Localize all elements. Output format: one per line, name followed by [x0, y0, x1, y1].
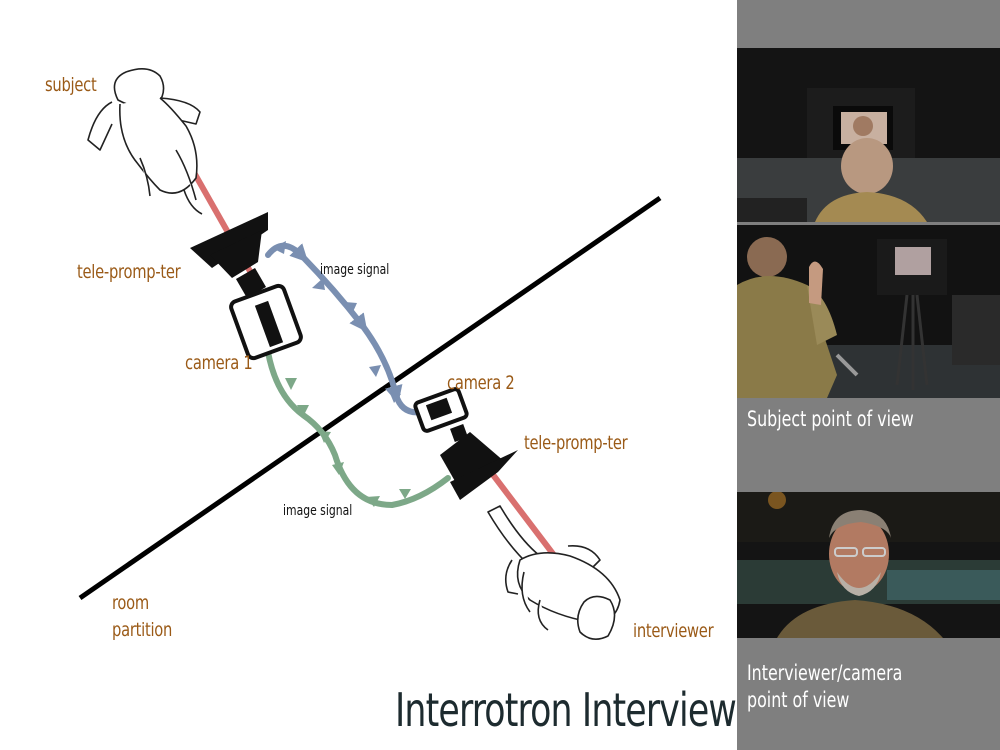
- green-arrow-3: [319, 431, 331, 443]
- page-title: Interrotron Interview: [395, 683, 737, 737]
- image-signal-green-path: [265, 349, 451, 509]
- caption-interviewer-line1: Interviewer/camera: [747, 661, 903, 685]
- blue-arrow-4: [369, 365, 381, 377]
- green-arrow-5: [366, 496, 380, 507]
- label-image-signal-bottom: image signal: [283, 503, 353, 519]
- green-arrow-6: [399, 489, 411, 499]
- teleprompter-bottom-hood: [440, 432, 505, 490]
- caption-interviewer-line2: point of view: [747, 688, 850, 712]
- label-partition: partition: [112, 619, 173, 641]
- label-room: room: [112, 592, 149, 614]
- camera-2-body: [413, 387, 469, 442]
- image-signal-blue-path: [265, 242, 425, 416]
- label-teleprompter-top: tele-promp-ter: [77, 261, 181, 283]
- side-panel: Subject point of view Interviewer/camera…: [737, 0, 1000, 750]
- label-subject: subject: [45, 74, 97, 96]
- blue-arrow-3: [345, 302, 357, 314]
- subject-pov-photo-2: [737, 225, 1000, 398]
- label-image-signal-top: image signal: [320, 262, 390, 278]
- blue-arrow-5: [389, 391, 401, 403]
- teleprompter-top-hood: [210, 230, 262, 278]
- camera-1-body: [229, 267, 303, 361]
- blue-arrow-2: [312, 278, 325, 290]
- teleprompter-top-glass: [190, 212, 268, 268]
- label-camera-1: camera 1: [185, 352, 253, 374]
- subject-figure: [87, 68, 203, 215]
- label-teleprompter-bottom: tele-promp-ter: [524, 432, 628, 454]
- green-arrow-2: [297, 405, 309, 417]
- green-arrow-4: [332, 462, 344, 475]
- green-arrow-1: [285, 378, 297, 390]
- blue-arrow-1: [272, 241, 286, 254]
- teleprompter-bottom-glass: [450, 450, 518, 500]
- interviewer-pov-photo: [737, 492, 1000, 638]
- label-interviewer: interviewer: [633, 620, 714, 642]
- interviewer-figure: [487, 505, 621, 640]
- label-camera-2: camera 2: [447, 372, 515, 394]
- room-partition-line: [78, 195, 662, 601]
- caption-subject-pov: Subject point of view: [747, 407, 914, 431]
- subject-pov-photo-1: [737, 48, 1000, 222]
- interrotron-diagram: [78, 68, 662, 640]
